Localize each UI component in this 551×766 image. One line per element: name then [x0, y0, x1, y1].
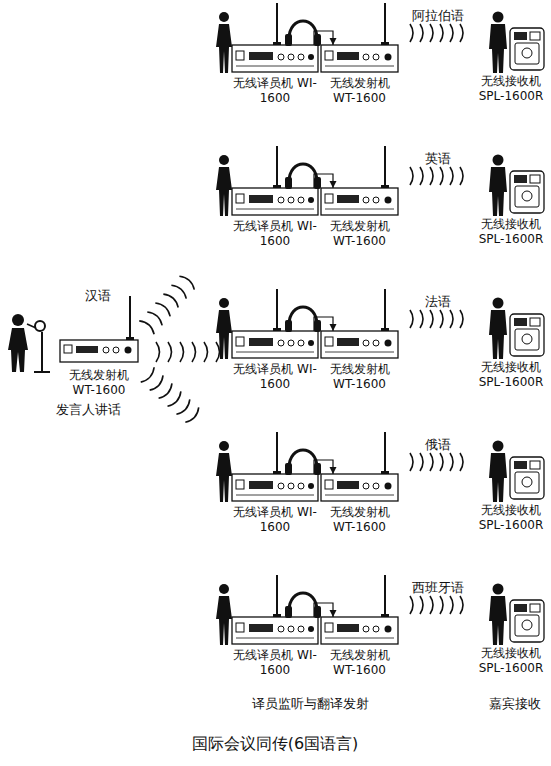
arrow-head [330, 610, 337, 617]
device-label: 无线译员机 WI-1600 [230, 362, 320, 392]
device-box: 无线译员机 WI-1600 [230, 331, 320, 392]
signal-connector [314, 317, 337, 331]
device-box: 无线发射机 WT-1600 [319, 617, 400, 678]
text-label: 法语 [425, 294, 451, 310]
device-box: 无线接收机 SPL-1600R [474, 457, 548, 533]
text-label: 译员监听与翻译发射 [252, 696, 369, 712]
device-box: 无线接收机 SPL-1600R [474, 600, 548, 676]
signal-connector [314, 460, 337, 474]
device-box: 无线译员机 WI-1600 [230, 45, 320, 106]
device-box: 无线译员机 WI-1600 [230, 188, 320, 249]
device-label: 无线译员机 WI-1600 [230, 505, 320, 535]
text-label: 发言人讲话 [56, 402, 121, 418]
signal-connector [314, 603, 337, 617]
device-label: 无线发射机 WT-1600 [319, 648, 400, 678]
device-label: 无线发射机 WT-1600 [56, 368, 142, 398]
arrow-head [330, 467, 337, 474]
text-label: 阿拉伯语 [412, 8, 464, 24]
text-label: 嘉宾接收 [489, 696, 541, 712]
arrow-head [330, 181, 337, 188]
device-label: 无线发射机 WT-1600 [319, 362, 400, 392]
device-box: 无线发射机 WT-1600 [319, 188, 400, 249]
device-box: 无线译员机 WI-1600 [230, 474, 320, 535]
text-label: 俄语 [425, 437, 451, 453]
device-box: 无线译员机 WI-1600 [230, 617, 320, 678]
device-box: 无线接收机 SPL-1600R [474, 314, 548, 390]
device-label: 无线接收机 SPL-1600R [474, 217, 548, 247]
device-label: 无线译员机 WI-1600 [230, 648, 320, 678]
text-label: 英语 [425, 151, 451, 167]
device-label: 无线发射机 WT-1600 [319, 76, 400, 106]
signal-connector [314, 31, 337, 45]
device-label: 无线译员机 WI-1600 [230, 219, 320, 249]
caption: 国际会议同传(6国语言) [192, 734, 359, 754]
device-box: 无线接收机 SPL-1600R [474, 171, 548, 247]
device-box: 无线发射机 WT-1600 [319, 474, 400, 535]
text-label: 汉语 [85, 288, 111, 304]
device-label: 无线译员机 WI-1600 [230, 76, 320, 106]
device-label: 无线发射机 WT-1600 [319, 219, 400, 249]
device-box: 无线发射机 WT-1600 [319, 331, 400, 392]
signal-connector [314, 174, 337, 188]
text-label: 西班牙语 [412, 580, 464, 596]
device-label: 无线接收机 SPL-1600R [474, 74, 548, 104]
device-box: 无线发射机 WT-1600 [319, 45, 400, 106]
device-box: 无线发射机 WT-1600 [56, 340, 142, 398]
device-box: 无线接收机 SPL-1600R [474, 28, 548, 104]
arrow-head [330, 324, 337, 331]
device-label: 无线接收机 SPL-1600R [474, 360, 548, 390]
device-label: 无线发射机 WT-1600 [319, 505, 400, 535]
arrow-head [330, 38, 337, 45]
device-label: 无线接收机 SPL-1600R [474, 646, 548, 676]
device-label: 无线接收机 SPL-1600R [474, 503, 548, 533]
